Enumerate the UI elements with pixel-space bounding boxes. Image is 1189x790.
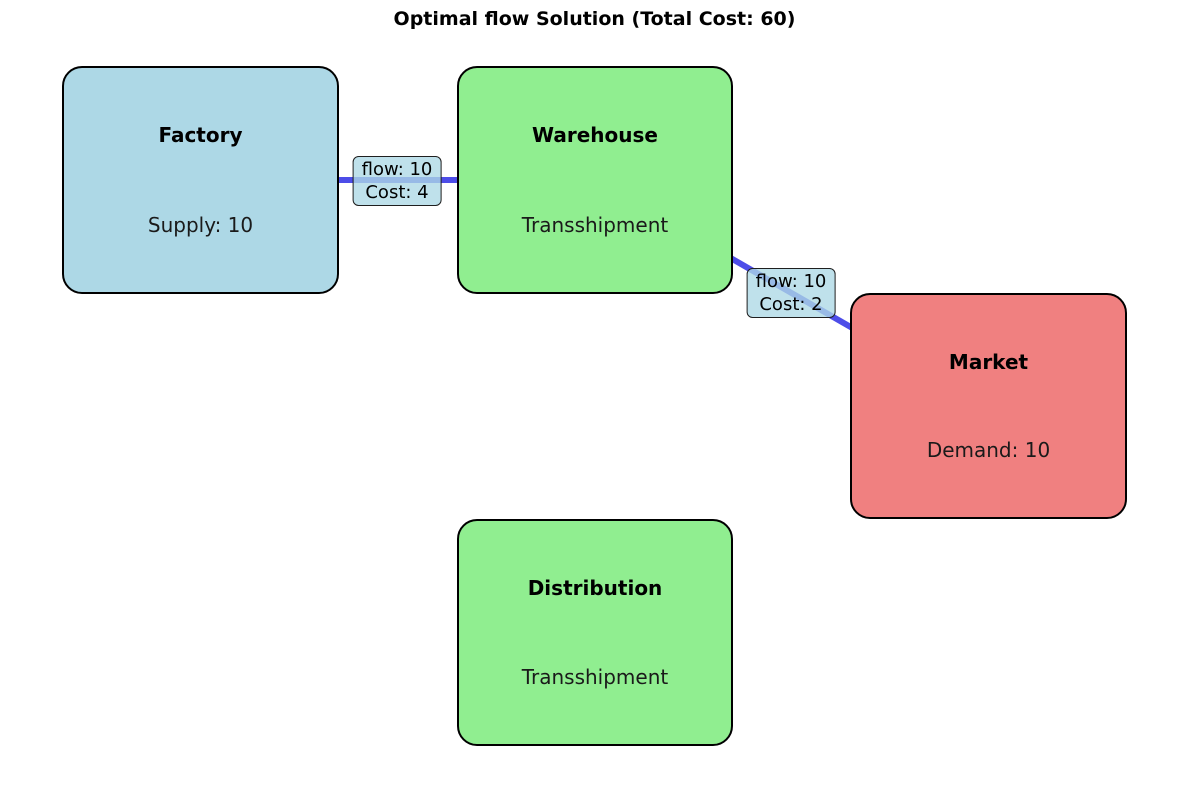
diagram-title: Optimal flow Solution (Total Cost: 60)	[393, 8, 796, 30]
node-market: Market Demand: 10	[850, 293, 1127, 519]
node-market-title: Market	[948, 349, 1029, 374]
node-warehouse-subtitle: Transshipment	[521, 212, 669, 237]
node-factory: Factory Supply: 10	[62, 66, 339, 294]
node-distribution-subtitle: Transshipment	[521, 665, 669, 690]
edge-flow-label: flow: 10	[361, 159, 433, 180]
edge-label-factory-warehouse: flow: 10 Cost: 4	[352, 156, 442, 206]
node-factory-title: Factory	[158, 123, 243, 148]
node-distribution: Distribution Transshipment	[457, 519, 733, 746]
edge-label-warehouse-market: flow: 10 Cost: 2	[746, 268, 836, 318]
edge-flow-label: flow: 10	[755, 271, 827, 292]
node-market-subtitle: Demand: 10	[926, 438, 1051, 463]
node-warehouse-title: Warehouse	[532, 123, 658, 148]
node-warehouse: Warehouse Transshipment	[457, 66, 733, 294]
node-factory-subtitle: Supply: 10	[147, 212, 254, 237]
edge-cost-label: Cost: 4	[365, 182, 429, 203]
edge-cost-label: Cost: 2	[759, 294, 823, 315]
node-distribution-title: Distribution	[527, 575, 663, 600]
